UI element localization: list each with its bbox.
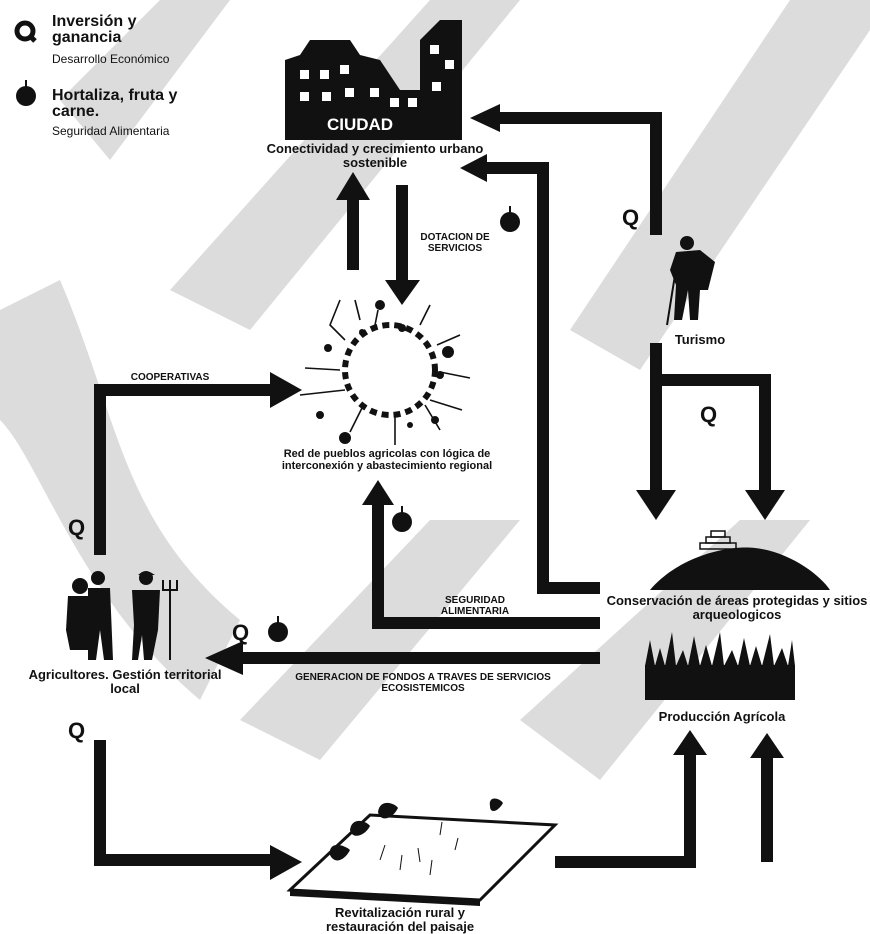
legend-q-subtitle: Desarrollo Económico xyxy=(52,52,170,66)
cooperatives-arrow xyxy=(94,384,280,555)
food-security-arrow xyxy=(372,500,600,629)
tourism-to-city-arrow xyxy=(500,112,662,235)
archaeological-mound-icon xyxy=(650,530,830,590)
q-marker-conservation: Q xyxy=(700,402,718,427)
apple-icon xyxy=(392,506,412,532)
farmers-label: Agricultores. Gestión territorial local xyxy=(28,667,222,696)
villages-label: Red de pueblos agricolas con lógica de i… xyxy=(281,448,493,472)
city-label: Conectividad y crecimiento urbano sosten… xyxy=(266,141,484,170)
q-marker-funds: Q xyxy=(232,620,250,645)
conservation-to-city-arrow xyxy=(485,162,600,594)
legend-q-title: Inversión y ganancia xyxy=(52,13,137,46)
apple-icon xyxy=(16,80,36,106)
q-marker-tourism: Q xyxy=(622,205,640,230)
rural-plot-icon xyxy=(286,798,559,906)
funds-flow-label: GENERACION DE FONDOS A TRAVES DE SERVICI… xyxy=(295,672,551,694)
q-icon xyxy=(14,20,37,43)
cooperatives-flow-label: COOPERATIVAS xyxy=(130,372,210,383)
services-flow-label: DOTACION DE SERVICIOS xyxy=(420,232,490,254)
rural-to-production-arrow xyxy=(555,750,696,868)
production-label: Producción Agrícola xyxy=(658,709,786,724)
flow-arrows xyxy=(94,112,773,868)
legend-food-title: Hortaliza, fruta y carne. xyxy=(52,87,178,120)
conservation-label: Conservación de áreas protegidas y sitio… xyxy=(606,593,868,622)
tourism-label: Turismo xyxy=(674,332,726,347)
city-building-icon xyxy=(285,20,462,140)
hiker-icon xyxy=(666,236,715,326)
farmers-icon xyxy=(66,571,178,660)
food-security-flow-label: SEGURIDAD ALIMENTARIA xyxy=(440,595,510,617)
q-marker-rural: Q xyxy=(68,718,86,743)
apple-icon xyxy=(500,206,520,232)
crops-icon xyxy=(645,632,795,700)
rural-label: Revitalización rural y restauración del … xyxy=(325,905,475,934)
arrow-heads xyxy=(205,104,785,880)
village-network-icon xyxy=(299,299,471,445)
q-marker-cooperatives: Q xyxy=(68,515,86,540)
city-sign: CIUDAD xyxy=(326,115,394,134)
farmers-to-rural-arrow xyxy=(94,740,285,866)
apple-icon xyxy=(268,616,288,642)
legend-food-subtitle: Seguridad Alimentaria xyxy=(52,124,170,138)
